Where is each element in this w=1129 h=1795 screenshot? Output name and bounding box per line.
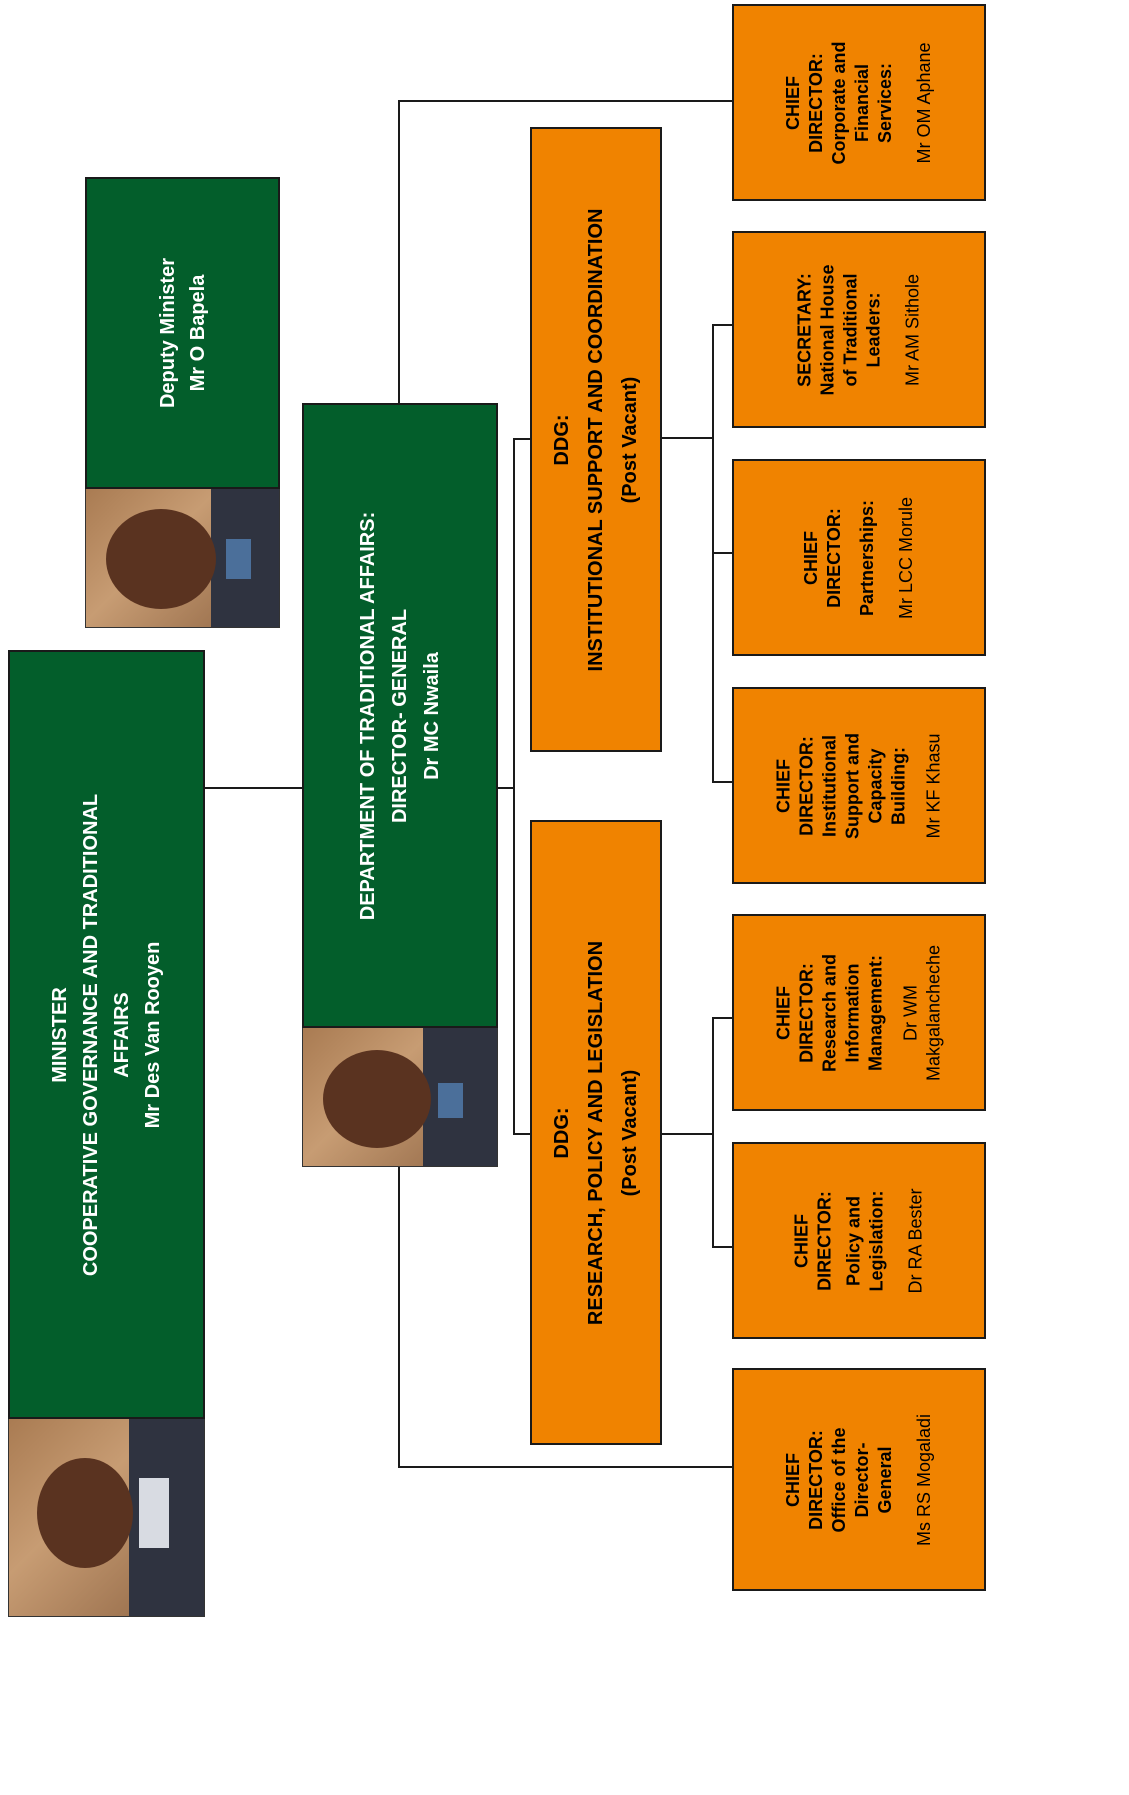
minister-portfolio-line2: AFFAIRS xyxy=(110,991,133,1078)
unit-subject-line2: Director- xyxy=(852,1442,872,1518)
minister-box: MINISTER COOPERATIVE GOVERNANCE AND TRAD… xyxy=(8,650,205,1419)
unit-label-line2: DIRECTOR: xyxy=(796,735,817,836)
ddg-research-box: DDG: RESEARCH, POLICY AND LEGISLATION (P… xyxy=(530,820,662,1445)
unit-label-line2: DIRECTOR: xyxy=(806,1429,826,1530)
connector-to-partnerships xyxy=(712,552,732,554)
connector-research-bar xyxy=(712,1017,714,1247)
unit-label-line1: CHIEF xyxy=(791,1213,812,1268)
minister-portfolio-line1: COOPERATIVE GOVERNANCE AND TRADITIONAL xyxy=(79,793,102,1276)
dg-name: Dr MC Nwaila xyxy=(421,651,443,780)
unit-label-line1: CHIEF xyxy=(783,75,803,130)
unit-subject-line2: Leaders: xyxy=(863,291,884,368)
connector-dg-ddg-trunk xyxy=(498,787,514,789)
ddg-institutional-branch: INSTITUTIONAL SUPPORT AND COORDINATION xyxy=(585,208,607,671)
unit-head-name: Ms RS Mogaladi xyxy=(914,1413,934,1546)
connector-to-policy xyxy=(712,1246,732,1248)
unit-subject-line1: Office of the xyxy=(829,1427,849,1533)
connector-to-capacity xyxy=(712,781,732,783)
unit-head-name: Dr WM xyxy=(900,984,921,1041)
unit-policy-legislation: CHIEF DIRECTOR: Policy and Legislation: … xyxy=(732,1142,986,1339)
connector-institutional-out xyxy=(662,437,714,439)
dg-department: DEPARTMENT OF TRADITIONAL AFFAIRS: xyxy=(357,511,379,920)
unit-subject-line1: Institutional xyxy=(819,734,840,837)
deputy-minister-title: Deputy Minister xyxy=(156,257,179,409)
unit-subject-line4: Building: xyxy=(888,746,909,825)
ddg-research-title: DDG: xyxy=(551,1106,573,1159)
minister-title: MINISTER xyxy=(48,986,71,1083)
unit-subject-line3: Management: xyxy=(865,954,886,1071)
deputy-minister-name: Mr O Bapela xyxy=(186,274,209,392)
unit-label-line2: DIRECTOR: xyxy=(824,507,844,608)
dg-title: DIRECTOR- GENERAL xyxy=(389,608,411,823)
ddg-research-status: (Post Vacant) xyxy=(619,1069,641,1196)
minister-name: Mr Des Van Rooyen xyxy=(141,941,164,1128)
unit-head-name: Mr KF Khasu xyxy=(923,732,944,839)
connector-to-ddg-institutional xyxy=(513,438,530,440)
connector-to-secretary xyxy=(712,324,732,326)
unit-head-name: Mr OM Aphane xyxy=(914,41,934,164)
unit-national-house: SECRETARY: National House of Traditional… xyxy=(732,231,986,428)
ddg-institutional-status: (Post Vacant) xyxy=(619,376,641,503)
unit-subject-line2: Legislation: xyxy=(866,1190,887,1292)
deputy-minister-photo xyxy=(85,488,280,628)
unit-label-line2: DIRECTOR: xyxy=(806,52,826,153)
connector-to-office-dg xyxy=(398,1466,732,1468)
unit-head-name: Mr LCC Morule xyxy=(896,496,916,619)
unit-subject-line3: Capacity xyxy=(865,747,886,824)
unit-label-line2: National House xyxy=(817,263,838,396)
unit-capacity-building: CHIEF DIRECTOR: Institutional Support an… xyxy=(732,687,986,884)
unit-head-name: Mr AM Sithole xyxy=(902,273,923,386)
unit-subject-line3: General xyxy=(875,1445,895,1514)
unit-subject-line1: Research and xyxy=(819,953,840,1072)
director-general-box: DEPARTMENT OF TRADITIONAL AFFAIRS: DIREC… xyxy=(302,403,498,1028)
unit-subject-line1: Policy and xyxy=(843,1195,864,1286)
unit-label-line1: CHIEF xyxy=(801,530,821,585)
unit-subject-line1: Partnerships: xyxy=(857,499,877,616)
unit-office-dg: CHIEF DIRECTOR: Office of the Director- … xyxy=(732,1368,986,1591)
deputy-minister-box: Deputy Minister Mr O Bapela xyxy=(85,177,280,489)
unit-subject-line2: Information xyxy=(842,963,863,1062)
unit-label-line1: SECRETARY: xyxy=(794,272,815,387)
unit-corporate-financial: CHIEF DIRECTOR: Corporate and Financial … xyxy=(732,4,986,201)
connector-dg-top-vertical xyxy=(398,100,400,403)
connector-dg-bottom-vertical xyxy=(398,1167,400,1467)
connector-to-research-info xyxy=(712,1017,732,1019)
unit-research-information: CHIEF DIRECTOR: Research and Information… xyxy=(732,914,986,1111)
connector-research-out xyxy=(662,1133,714,1135)
unit-head-name: Dr RA Bester xyxy=(905,1187,926,1294)
unit-subject-line1: Corporate and xyxy=(829,41,849,165)
unit-subject-line2: Financial xyxy=(852,63,872,142)
unit-subject-line2: Support and xyxy=(842,732,863,839)
unit-label-line2: DIRECTOR: xyxy=(814,1190,835,1291)
unit-label-line1: CHIEF xyxy=(773,985,794,1040)
ddg-institutional-title: DDG: xyxy=(551,413,573,466)
ddg-institutional-box: DDG: INSTITUTIONAL SUPPORT AND COORDINAT… xyxy=(530,127,662,752)
unit-subject-line1: of Traditional xyxy=(840,273,861,387)
unit-label-line1: CHIEF xyxy=(773,758,794,813)
unit-partnerships: CHIEF DIRECTOR: Partnerships: Mr LCC Mor… xyxy=(732,459,986,656)
connector-minister-dg xyxy=(205,787,302,789)
unit-label-line2: DIRECTOR: xyxy=(796,962,817,1063)
minister-photo xyxy=(8,1417,205,1617)
unit-subject-line3: Services: xyxy=(875,62,895,143)
connector-ddg-vertical xyxy=(513,438,515,1135)
unit-head-name-line2: Makgalancheche xyxy=(923,944,944,1081)
connector-to-corporate xyxy=(398,100,732,102)
unit-label-line1: CHIEF xyxy=(783,1452,803,1507)
connector-to-ddg-research xyxy=(513,1133,530,1135)
director-general-photo xyxy=(302,1027,498,1167)
ddg-research-branch: RESEARCH, POLICY AND LEGISLATION xyxy=(585,940,607,1325)
